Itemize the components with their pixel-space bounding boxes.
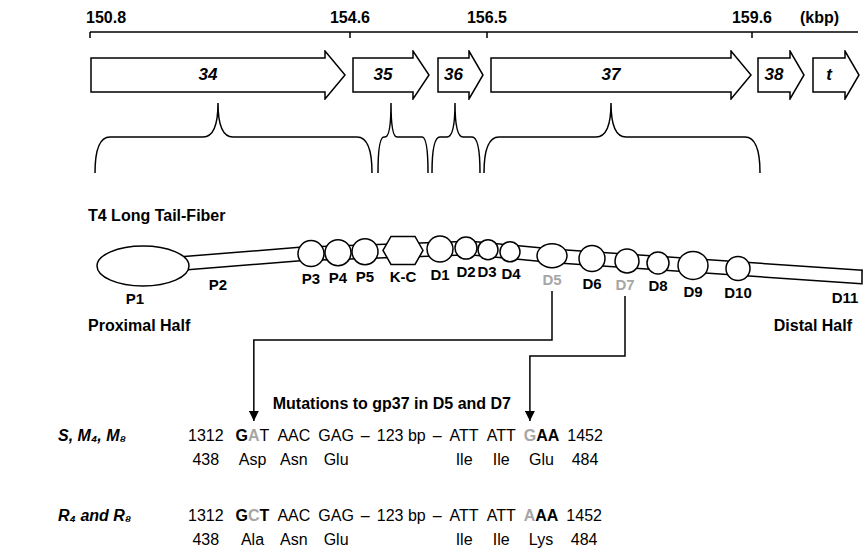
domain-label: D3 [477,263,496,281]
amino-acid: Ala [241,530,264,549]
sequence-text: AA [536,426,559,445]
kbp-axis [90,32,858,38]
domain-label: D1 [430,266,449,284]
amino-acid: Asn [280,450,308,469]
sequence-text: – [433,426,442,445]
axis-label: 154.6 [330,8,370,27]
domain-label: D6 [582,275,601,293]
sequence-text: 1312 [188,506,224,525]
amino-acid: Ile [493,530,510,549]
gene-arrow: 36 [437,50,484,100]
domain-label: D7 [615,276,634,294]
axis-unit: (kbp) [800,8,839,27]
amino-acid: 484 [571,530,598,549]
gene-label-box: 34 [90,50,326,100]
sequence-text: GAG [318,506,354,525]
gene-name: 37 [602,65,621,85]
domain-label: D8 [648,277,667,295]
gene-label-box: 36 [437,50,470,100]
gene-arrow: 38 [757,50,805,100]
domain-label: D4 [501,265,520,283]
sequence-text: – [433,506,442,525]
gene-arrow: 35 [352,50,430,100]
domain-label: P1 [126,290,144,308]
strain-label: S, M₄, M₈ [58,426,126,445]
gene-name: 35 [374,65,393,85]
sequence-text: 1452 [566,506,602,525]
domain-label: K-C [390,268,417,286]
gene-name: 38 [765,65,784,85]
domain-label: P5 [356,268,374,286]
sequence-text: – [361,506,370,525]
amino-acid: Ile [456,530,473,549]
domain-label: P2 [209,276,227,294]
amino-acid: 438 [192,530,219,549]
half-label: Proximal Half [88,316,190,335]
domain-label: D10 [724,284,752,302]
domain-label: D11 [832,289,859,307]
domain-label: D2 [456,263,475,281]
sequence-text: ATT [487,506,516,525]
gene-label-box: 38 [757,50,791,100]
sequence-text: AAC [277,506,310,525]
gene-label-box: 35 [352,50,414,100]
amino-acid: Ile [456,450,473,469]
sequence-text: T [260,506,270,525]
amino-acid: Glu [324,530,349,549]
gene-name: 36 [444,65,463,85]
gene-braces [95,103,760,173]
mutation-leaders [254,291,625,421]
sequence-text: G [524,426,536,445]
gene-name: 34 [199,65,218,85]
gene-label-box: 37 [490,50,732,100]
domain-label: P3 [302,270,320,288]
domain-label: P4 [329,269,347,287]
sequence-text: G [236,506,248,525]
gene-name: t [826,65,832,85]
gene-arrow-shape [812,50,860,100]
sequence-text: 1452 [567,426,603,445]
sequence-text: – [361,426,370,445]
amino-acid: Glu [324,450,349,469]
gene-arrow: t [812,50,860,100]
sequence-text: G [236,426,248,445]
sequence-text: ATT [450,426,479,445]
gene-arrow-shape [90,50,346,100]
amino-acid: Asp [239,450,267,469]
sequence-text: 1312 [188,426,224,445]
figure-label: T4 Long Tail-Fiber [88,206,225,225]
sequence-text: 123 bp [377,426,426,445]
gene-label-box: t [812,50,846,100]
amino-acid: Ile [493,450,510,469]
sequence-text: AAC [277,426,310,445]
amino-acid: Glu [529,450,554,469]
strain-label: R₄ and R₈ [58,506,131,525]
sequence-text: A [248,426,260,445]
amino-acid: 438 [192,450,219,469]
half-label: Distal Half [774,316,852,335]
sequence-text: T [260,426,270,445]
axis-label: 159.6 [732,8,772,27]
amino-acid: Asn [280,530,308,549]
axis-label: 150.8 [86,8,126,27]
gene-arrow-shape [490,50,752,100]
section-title: Mutations to gp37 in D5 and D7 [273,394,511,413]
domain-label: D9 [683,283,702,301]
gene-arrow: 34 [90,50,346,100]
gene-arrow: 37 [490,50,752,100]
sequence-text: AA [535,506,558,525]
sequence-text: A [524,506,536,525]
sequence-text: GAG [318,426,354,445]
amino-acid: Lys [529,530,553,549]
sequence-text: 123 bp [377,506,426,525]
sequence-text: C [248,506,260,525]
domain-label: D5 [542,271,561,289]
amino-acid: 484 [572,450,599,469]
sequence-text: ATT [487,426,516,445]
sequence-text: ATT [450,506,479,525]
axis-label: 156.5 [467,8,507,27]
